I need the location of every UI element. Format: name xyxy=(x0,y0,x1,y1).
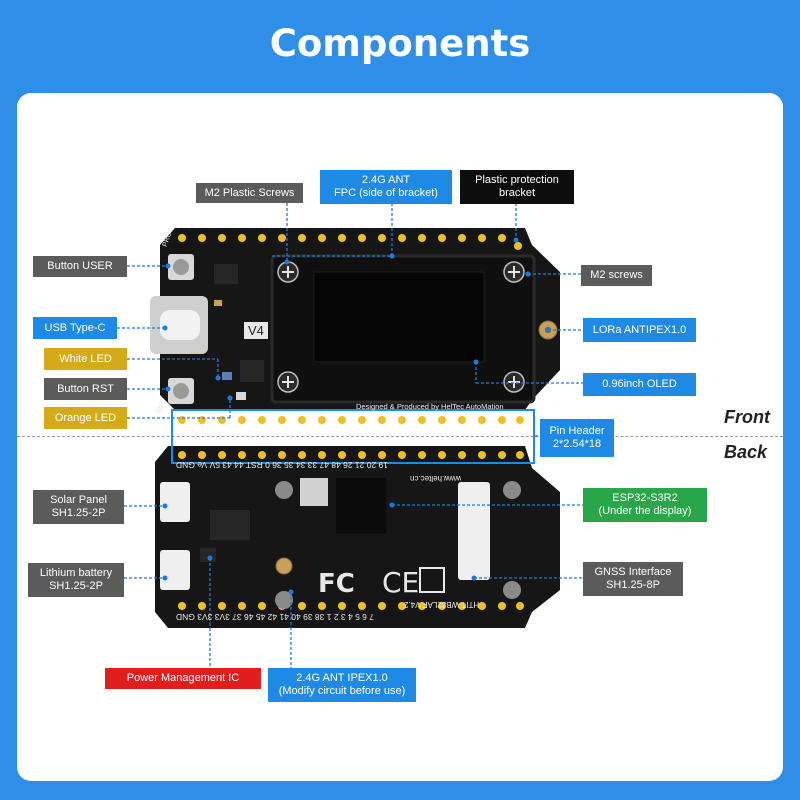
label-white-led: White LED xyxy=(44,348,127,370)
back-board: FC CE xyxy=(155,446,560,628)
board-top-pin-labels: 19 20 21 26 48 47 33 34 35 36 0 RST 44 4… xyxy=(176,460,389,470)
fc-mark: FC xyxy=(318,569,355,599)
label-esp32-line1: ESP32-S3R2 xyxy=(612,492,678,504)
front-back-divider xyxy=(17,436,783,437)
label-oled: 0.96inch OLED xyxy=(583,373,696,396)
label-pin-header: Pin Header 2*2.54*18 xyxy=(540,419,614,457)
label-esp32-line2: (Under the display) xyxy=(598,505,692,517)
board-bottom-pin-labels: 7 6 5 4 3 2 1 38 39 40 41 42 45 46 37 3V… xyxy=(176,612,375,622)
front-top-pin-row xyxy=(178,234,522,250)
front-bottom-pin-row xyxy=(178,416,524,424)
label-solar-panel: Solar Panel SH1.25-2P xyxy=(33,490,124,524)
label-pmic: Power Management IC xyxy=(105,668,261,689)
label-24g-ant-fpc: 2.4G ANT FPC (side of bracket) xyxy=(320,170,452,204)
label-esp32: ESP32-S3R2 (Under the display) xyxy=(583,488,707,522)
label-m2-plastic-screws: M2 Plastic Screws xyxy=(196,183,303,203)
solar-connector xyxy=(160,482,190,522)
label-gnss-line2: SH1.25-8P xyxy=(606,579,660,591)
back-bottom-pin-row xyxy=(178,602,524,610)
label-lithium-line1: Lithium battery xyxy=(39,567,113,579)
content-panel xyxy=(17,93,783,781)
battery-connector xyxy=(160,550,190,590)
label-usb-type-c: USB Type-C xyxy=(33,317,117,339)
board-model: HTIT-WB32LAF V4.2 xyxy=(404,600,480,609)
label-plastic-bracket-line1: Plastic protection xyxy=(475,174,559,186)
board-site: www.heltec.cn xyxy=(410,474,462,483)
label-back: Back xyxy=(724,442,768,462)
label-24g-ant-fpc-line1: 2.4G ANT xyxy=(361,174,411,186)
label-plastic-bracket: Plastic protection bracket xyxy=(460,170,574,204)
board-version: V4 xyxy=(244,322,268,339)
label-gnss-interface: GNSS Interface SH1.25-8P xyxy=(583,562,683,596)
label-pin-header-line2: 2*2.54*18 xyxy=(552,438,602,450)
back-top-pin-row xyxy=(178,451,524,459)
pin-header-outline xyxy=(171,409,535,464)
label-pin-header-line1: Pin Header xyxy=(549,425,605,437)
label-m2-screws: M2 screws xyxy=(581,265,652,286)
page-title: Components xyxy=(269,22,531,65)
label-button-user: Button USER xyxy=(33,256,127,277)
label-24g-ant-ipex-line2: (Modify circuit before use) xyxy=(278,685,406,697)
label-plastic-bracket-line2: bracket xyxy=(498,187,536,199)
label-24g-ant-ipex-line1: 2.4G ANT IPEX1.0 xyxy=(296,672,388,684)
label-24g-ant-ipex: 2.4G ANT IPEX1.0 (Modify circuit before … xyxy=(268,668,416,702)
label-front: Front xyxy=(724,407,770,427)
label-lora-antipex: LORa ANTIPEX1.0 xyxy=(583,318,696,342)
leader-lines xyxy=(117,203,583,678)
label-orange-led: Orange LED xyxy=(44,407,127,429)
label-button-rst: Button RST xyxy=(44,378,127,400)
label-24g-ant-fpc-line2: FPC (side of bracket) xyxy=(334,187,438,199)
label-solar-line2: SH1.25-2P xyxy=(51,507,106,519)
ce-mark: CE xyxy=(382,566,419,599)
label-lithium-battery: Lithium battery SH1.25-2P xyxy=(28,563,124,597)
front-board xyxy=(150,228,560,424)
label-lithium-line2: SH1.25-2P xyxy=(49,580,103,592)
label-solar-line1: Solar Panel xyxy=(50,494,107,506)
board-designed-by: Designed & Produced by HelTec AutoMation xyxy=(356,402,504,411)
label-gnss-line1: GNSS Interface xyxy=(594,566,672,578)
gnss-connector xyxy=(458,482,490,580)
pmic-chip xyxy=(200,548,216,562)
